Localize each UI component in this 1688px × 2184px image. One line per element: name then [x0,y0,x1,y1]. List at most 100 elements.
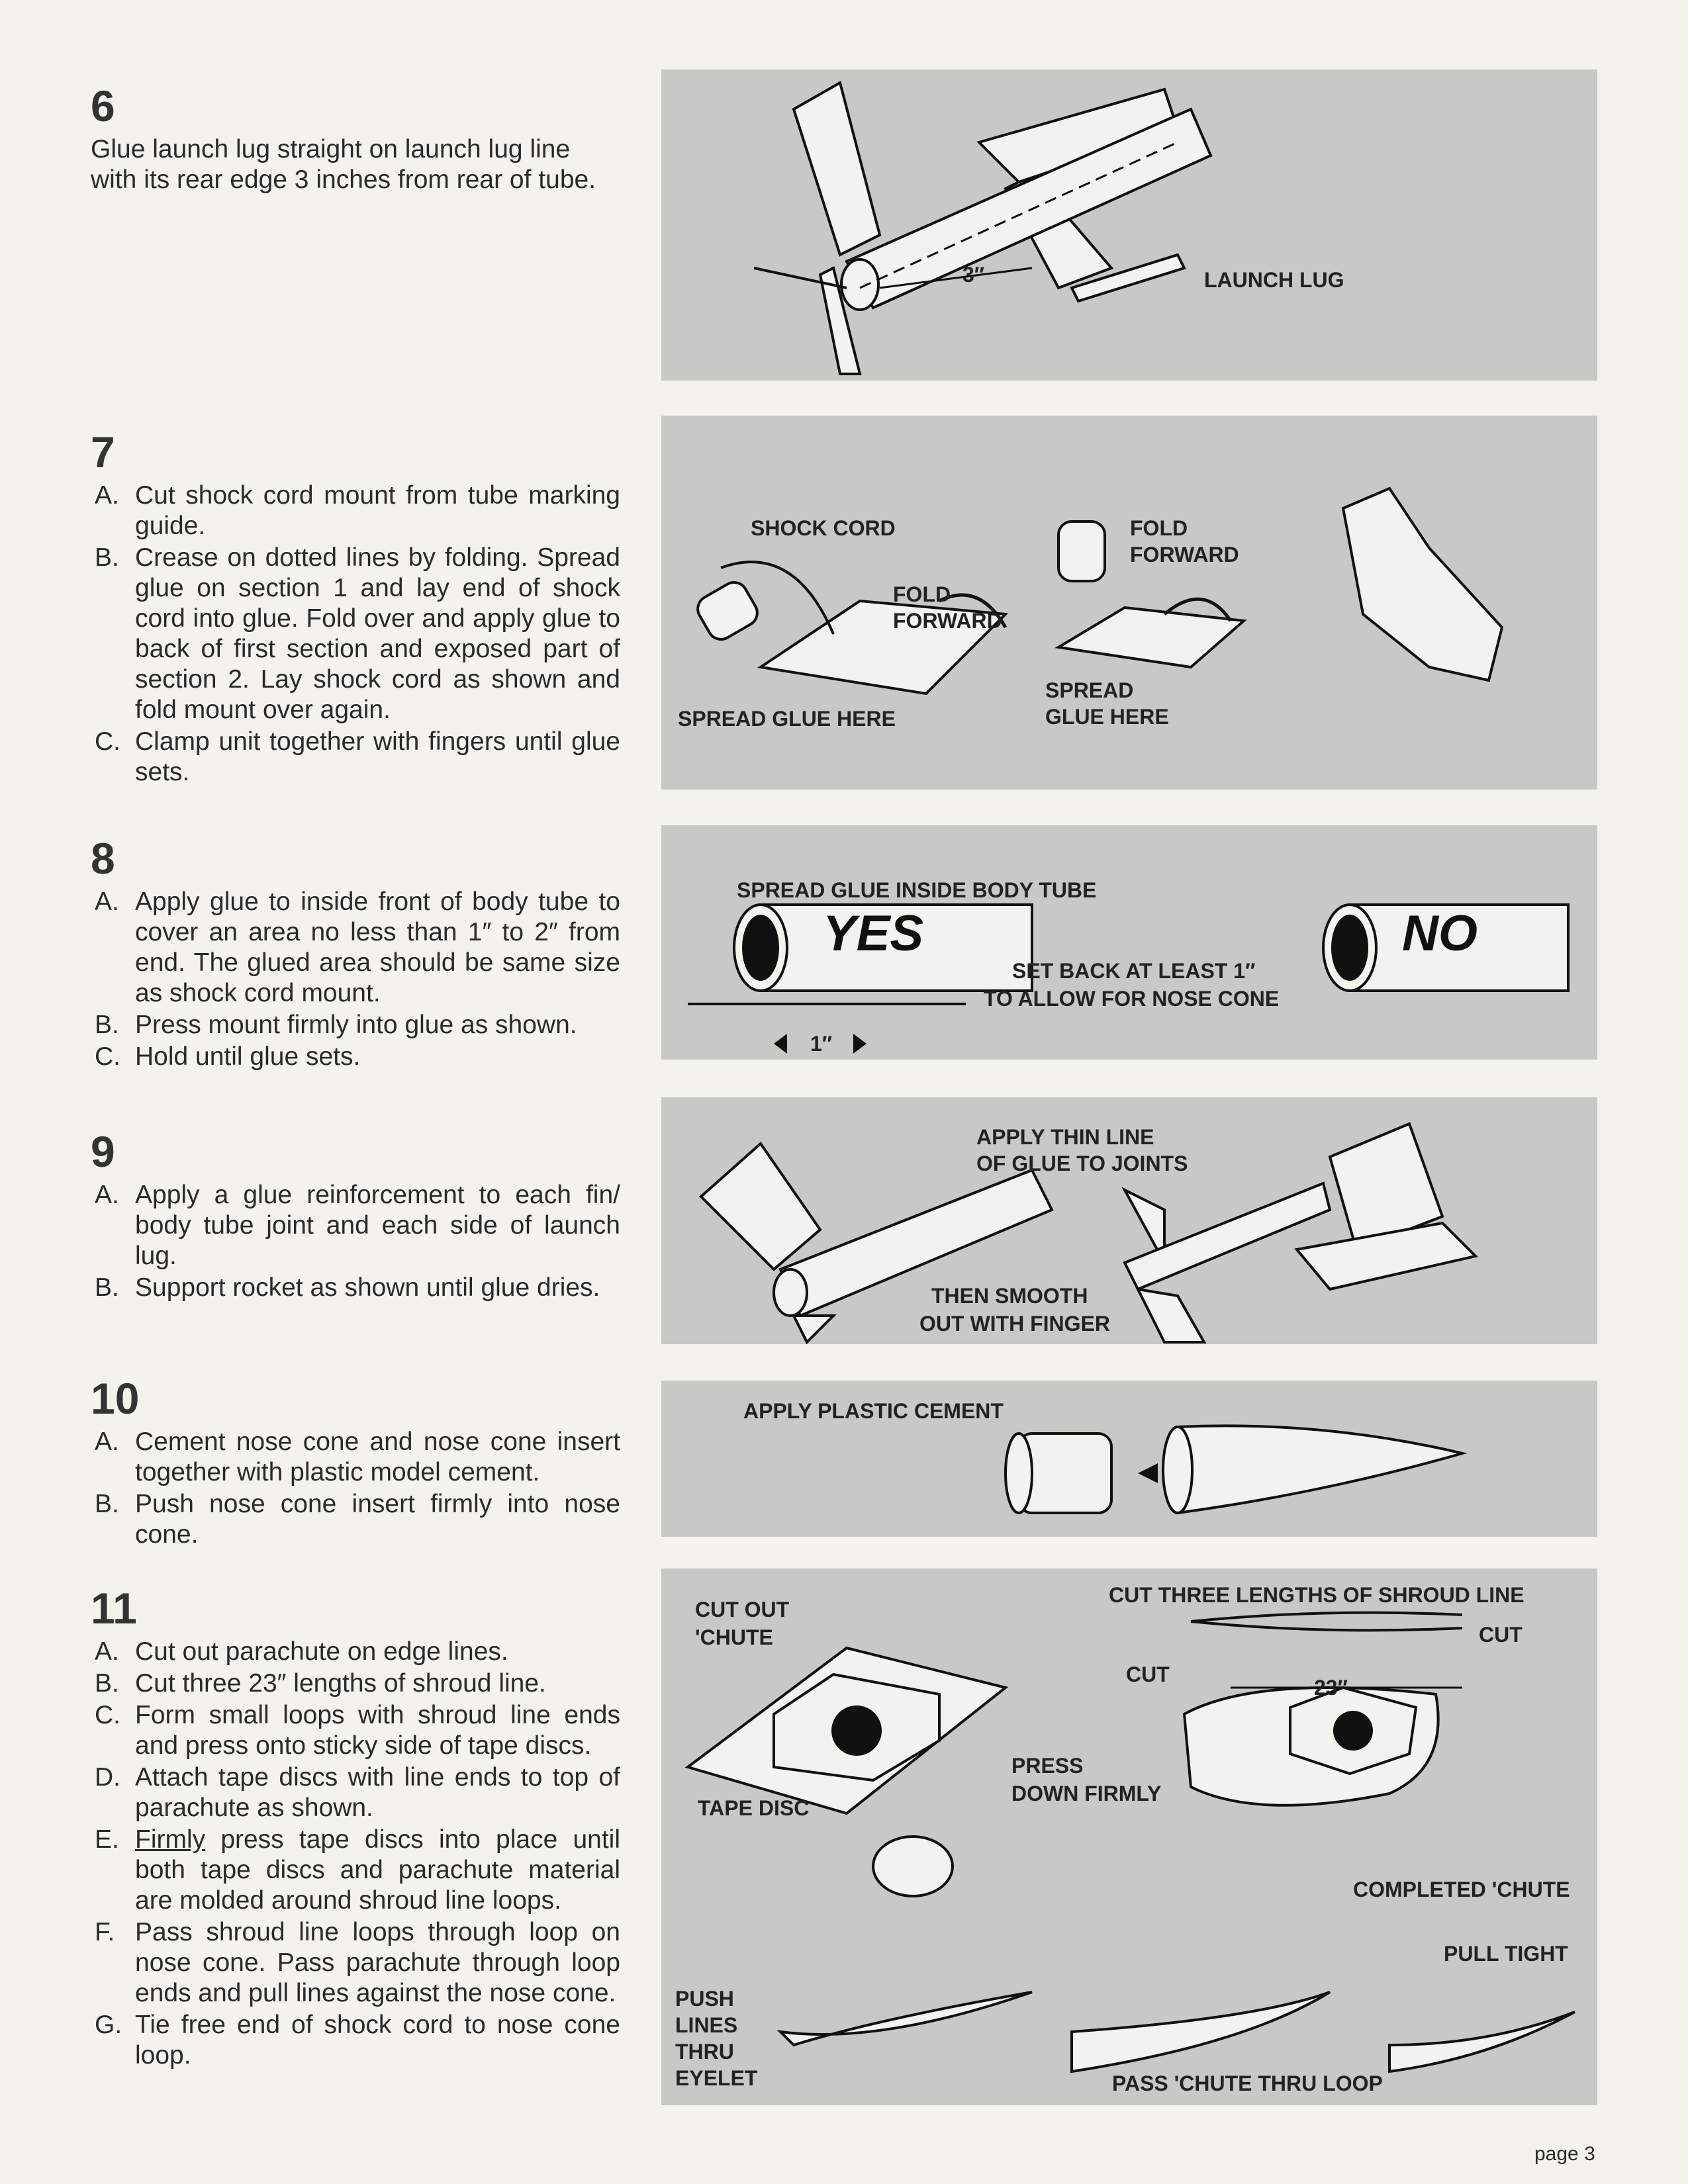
step-number: 7 [91,428,115,477]
label-apply-plastic-cement: APPLY PLASTIC CEMENT [743,1399,1004,1423]
label-no: NO [1402,905,1477,962]
item-text: Cut shock cord mount from tube marking g… [135,481,620,540]
item-letter: B. [95,1490,119,1518]
step-number: 10 [91,1374,140,1423]
step-item: C.Form small loops with shroud line ends… [91,1700,620,1761]
step-10: 10 A. Cement nose cone and nose cone inse… [91,1375,620,1551]
step-9: 9 A. Apply a glue reinforcement to each f… [91,1128,620,1304]
parachute-drawing [684,1611,1575,2073]
item-letter: G. [95,2011,122,2039]
label-apply-thin-line: APPLY THIN LINE [976,1125,1154,1149]
label-spread-glue: SPREAD GLUE HERE [678,707,896,731]
item-letter: A. [95,1181,119,1209]
item-letter: A. [95,1428,119,1456]
label-cut: CUT [1126,1662,1170,1686]
item-letter: F. [95,1918,115,1946]
item-letter: B. [95,1011,119,1039]
step-item: D.Attach tape discs with line ends to to… [91,1762,620,1823]
label-completed-chute: COMPLETED 'CHUTE [1353,1878,1570,1901]
page-number: page 3 [1534,2143,1595,2165]
label-pull-tight: PULL TIGHT [1444,1942,1568,1966]
item-letter: A. [95,887,119,916]
label-fold-forward: FOLD FORWARD [1130,516,1239,567]
label-lines: LINES [675,2013,738,2037]
step-item: E.Firmly press tape discs into place unt… [91,1825,620,1916]
item-text: Apply a glue reinforcement to each fin/ … [135,1181,620,1270]
label-cut-out: CUT OUT [695,1598,790,1621]
illustration-parachute: CUT OUT 'CHUTE CUT THREE LENGTHS OF SHRO… [661,1569,1597,2105]
step-item: A. Cut out parachute on edge lines. [91,1637,620,1667]
step-number: 6 [91,81,115,130]
step-number: 8 [91,834,115,883]
label-chute: 'CHUTE [695,1625,773,1649]
label-cut-three-lengths: CUT THREE LENGTHS OF SHROUD LINE [1109,1583,1524,1607]
step-6: 6 Glue launch lug straight on launch lug… [91,83,620,195]
step-7: 7 A.Cut shock cord mount from tube marki… [91,429,620,789]
item-text: Cut out parachute on edge lines. [135,1637,508,1666]
illustration-glue-body-tube: SPREAD GLUE INSIDE BODY TUBE YES NO SET … [661,825,1597,1060]
item-letter: B. [95,543,119,572]
label-fold-forward: FOLD FORWARD [893,582,1002,633]
label-push: PUSH [675,1987,734,2011]
label-dimension: 3″ [962,263,985,287]
label-eyelet: EYELET [675,2066,758,2090]
illustration-launch-lug: LAUNCH LUG 3″ [661,69,1597,381]
item-text: Press mount firmly into glue as shown. [135,1011,577,1039]
illustration-nose-cone: APPLY PLASTIC CEMENT [661,1381,1597,1537]
rocket-launch-lug-drawing [753,80,1213,375]
item-text: Clamp unit together with fingers until g… [135,727,620,786]
label-cut: CUT [1479,1623,1523,1647]
label-finger: OUT WITH FINGER [919,1312,1110,1336]
step-text: Glue launch lug straight on launch lug l… [91,135,596,194]
step-item: B.Crease on dotted lines by folding. Spr… [91,543,620,725]
item-letter: B. [95,1669,119,1698]
step-11: 11 A.Cut out parachute on edge lines. B.… [91,1585,620,2072]
item-text: press tape discs into place until both t… [135,1825,620,1915]
body-tube-drawing [688,903,1570,1054]
item-letter: D. [95,1763,120,1792]
step-item: B. Press mount firmly into glue as shown. [91,1010,620,1040]
label-spread-glue-inside: SPREAD GLUE INSIDE BODY TUBE [737,878,1097,902]
step-item: B. Support rocket as shown until glue dri… [91,1273,620,1303]
step-number: 9 [91,1127,115,1176]
item-text: Tie free end of shock cord to nose cone … [135,2011,620,2070]
label-press: PRESS [1011,1754,1084,1778]
label-yes: YES [823,905,924,962]
item-letter: E. [95,1825,119,1854]
step-item: A. Cement nose cone and nose cone insert … [91,1427,620,1488]
item-letter: C. [95,1701,120,1729]
item-text: Hold until glue sets. [135,1042,361,1071]
illustration-shock-cord-mount: SHOCK CORD FOLD FORWARD SPREAD GLUE HERE… [661,416,1597,790]
step-item: C. Hold until glue sets. [91,1042,620,1072]
label-then-smooth: THEN SMOOTH [931,1284,1088,1308]
step-item: A. Apply glue to inside front of body tub… [91,887,620,1009]
step-item: A. Apply a glue reinforcement to each fin… [91,1180,620,1271]
label-glue-joints: OF GLUE TO JOINTS [976,1152,1188,1175]
item-text: Push nose cone insert firmly into nose c… [135,1490,620,1549]
item-text: Apply glue to inside front of body tube … [135,887,620,1007]
step-item: B. Push nose cone insert firmly into nose… [91,1489,620,1550]
label-dimension: 23″ [1314,1676,1348,1700]
nose-cone-drawing [1004,1424,1468,1515]
label-dimension: 1″ [810,1032,833,1056]
item-text: Cut three 23″ lengths of shroud line. [135,1669,546,1698]
label-down-firmly: DOWN FIRMLY [1011,1782,1162,1805]
illustration-glue-fillets: APPLY THIN LINE OF GLUE TO JOINTS THEN S… [661,1097,1597,1344]
item-letter: A. [95,1637,119,1666]
step-item: B. Cut three 23″ lengths of shroud line. [91,1668,620,1699]
step-item: C. Clamp unit together with fingers until… [91,727,620,788]
step-item: F. Pass shroud line loops through loop on… [91,1917,620,2009]
item-text: Cement nose cone and nose cone insert to… [135,1428,620,1486]
item-letter: C. [95,1042,120,1071]
item-letter: C. [95,727,120,756]
label-shock-cord: SHOCK CORD [751,516,896,540]
step-item: A.Cut shock cord mount from tube marking… [91,480,620,541]
label-spread-glue: SPREAD GLUE HERE [1045,678,1169,729]
item-letter: B. [95,1273,119,1302]
label-set-back: SET BACK AT LEAST 1″ [1012,959,1256,983]
label-launch-lug: LAUNCH LUG [1204,268,1344,292]
glue-fillets-drawing [699,1122,1478,1344]
step-8: 8 A. Apply glue to inside front of body t… [91,835,620,1073]
item-text: Support rocket as shown until glue dries… [135,1273,600,1302]
item-text: Pass shroud line loops through loop on n… [135,1918,620,2007]
